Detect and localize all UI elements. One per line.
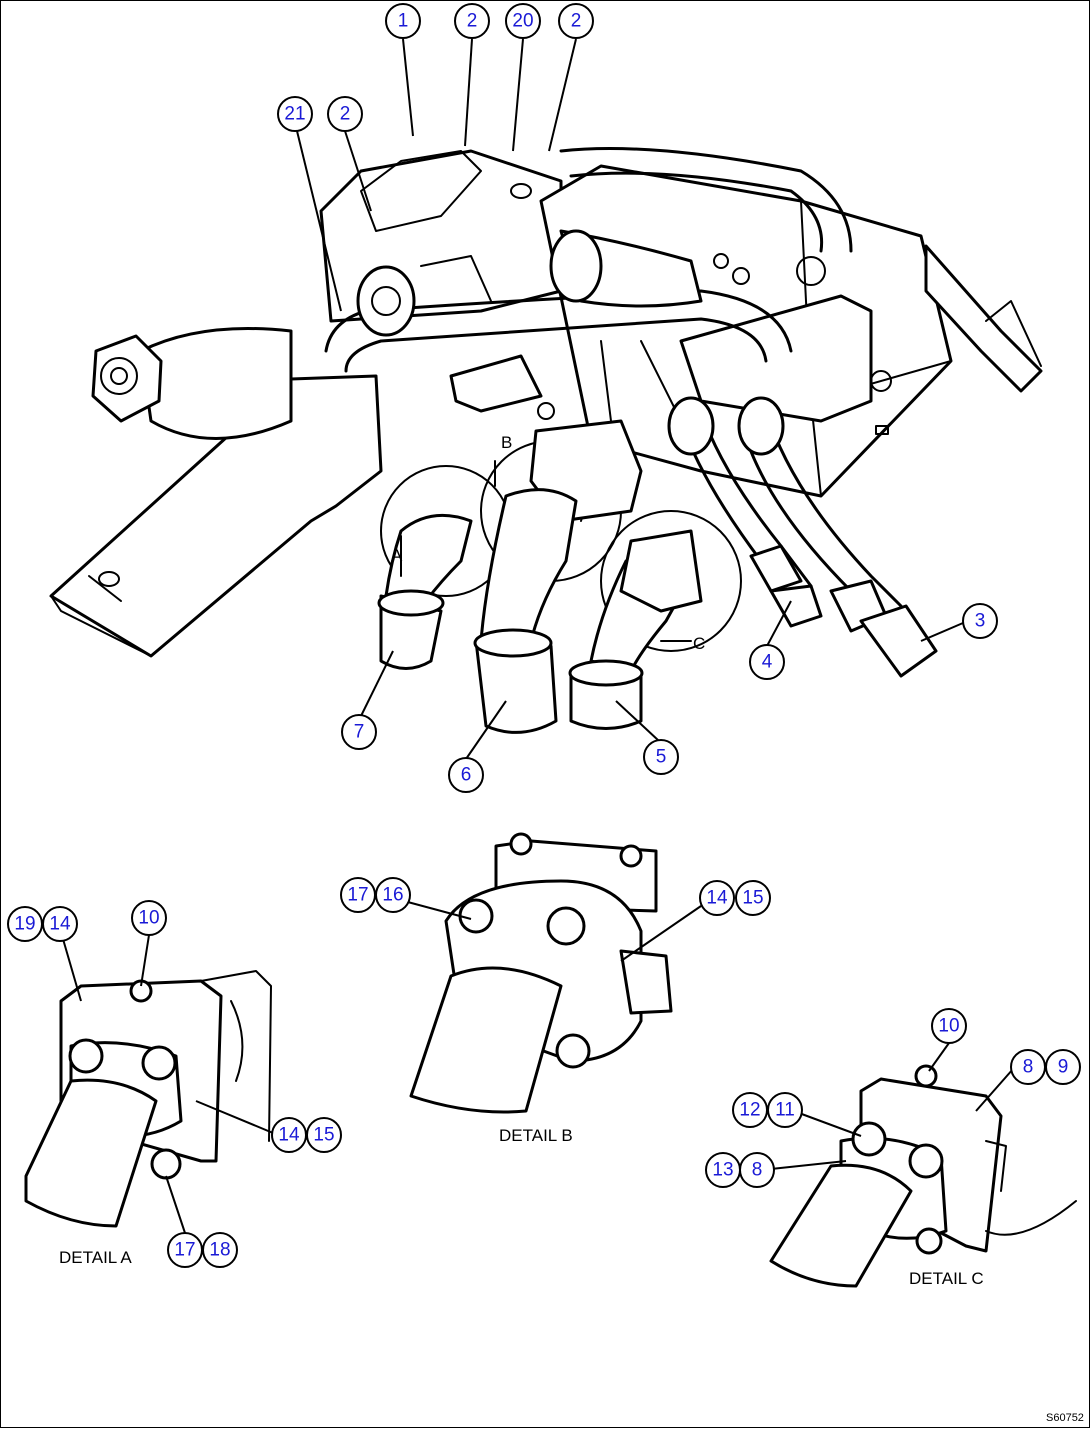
svg-text:21: 21 [284,104,305,125]
view-letter-c: C [693,634,705,653]
callout-bubble: 2 [454,3,490,39]
svg-text:14: 14 [706,888,728,909]
svg-text:13: 13 [712,1160,733,1181]
callout-bubble: 17 [340,877,376,913]
callout-bubble: 20 [505,3,541,39]
svg-text:20: 20 [512,11,533,32]
svg-text:5: 5 [656,747,667,768]
callout-bubble: 10 [931,1008,967,1044]
callout-bubble: 8 [739,1152,775,1188]
callout-bubble: 12 [732,1092,768,1128]
svg-text:12: 12 [739,1100,760,1121]
svg-text:17: 17 [347,885,368,906]
callout-bubble: 2 [558,3,594,39]
detail-b-drawing [409,832,673,1114]
detail-a-drawing [24,970,272,1228]
svg-text:1: 1 [398,11,409,32]
svg-text:11: 11 [775,1100,795,1121]
callout-bubble: 14 [42,906,78,942]
svg-text:2: 2 [340,104,351,125]
callout-bubble: 14 [699,880,735,916]
callout-bubble: 6 [448,757,484,793]
drawing-reference-number: S60752 [1046,1412,1084,1424]
svg-text:16: 16 [382,885,403,906]
view-letter-a: A [391,546,403,565]
callout-bubble: 1 [385,3,421,39]
callout-bubble: 14 [271,1117,307,1153]
svg-text:14: 14 [49,914,71,935]
detail-b-label: DETAIL B [499,1126,573,1145]
detail-a-label: DETAIL A [59,1248,132,1267]
callout-bubble: 9 [1045,1049,1081,1085]
svg-text:15: 15 [742,888,763,909]
callout-bubble: 13 [705,1152,741,1188]
svg-text:2: 2 [571,11,582,32]
svg-text:15: 15 [313,1125,334,1146]
main-assembly [49,147,1043,734]
callout-bubble: 7 [341,714,377,750]
svg-text:10: 10 [938,1016,959,1037]
callout-bubble: 5 [643,739,679,775]
svg-text:3: 3 [975,611,986,632]
callout-bubble: 19 [7,906,43,942]
callout-bubble: 8 [1010,1049,1046,1085]
svg-text:9: 9 [1058,1057,1069,1078]
callout-leader-lines [62,38,1014,1234]
svg-text:6: 6 [461,765,472,786]
svg-text:4: 4 [762,652,773,673]
detail-c-drawing [769,1064,1077,1288]
svg-text:14: 14 [278,1125,300,1146]
svg-text:19: 19 [14,914,35,935]
svg-text:7: 7 [354,722,365,743]
callout-bubble: 4 [749,644,785,680]
callout-bubble: 16 [375,877,411,913]
svg-text:2: 2 [467,11,478,32]
svg-text:10: 10 [138,908,159,929]
callout-bubble: 17 [167,1232,203,1268]
callout-bubble: 3 [962,603,998,639]
callout-bubble: 2 [327,96,363,132]
callout-bubble: 15 [735,880,771,916]
svg-text:8: 8 [1023,1057,1034,1078]
callout-bubble: 21 [277,96,313,132]
svg-text:18: 18 [209,1240,230,1261]
detail-c-label: DETAIL C [909,1269,984,1288]
view-letter-b: B [501,433,512,452]
callout-bubble: 11 [767,1092,803,1128]
callout-bubble: 15 [306,1117,342,1153]
callout-bubble: 18 [202,1232,238,1268]
callout-bubbles: 1 2 20 2 21 2 3 4 5 6 7 17 16 14 15 19 1… [7,3,1081,1268]
svg-text:17: 17 [174,1240,195,1261]
callout-bubble: 10 [131,900,167,936]
svg-text:8: 8 [752,1160,763,1181]
